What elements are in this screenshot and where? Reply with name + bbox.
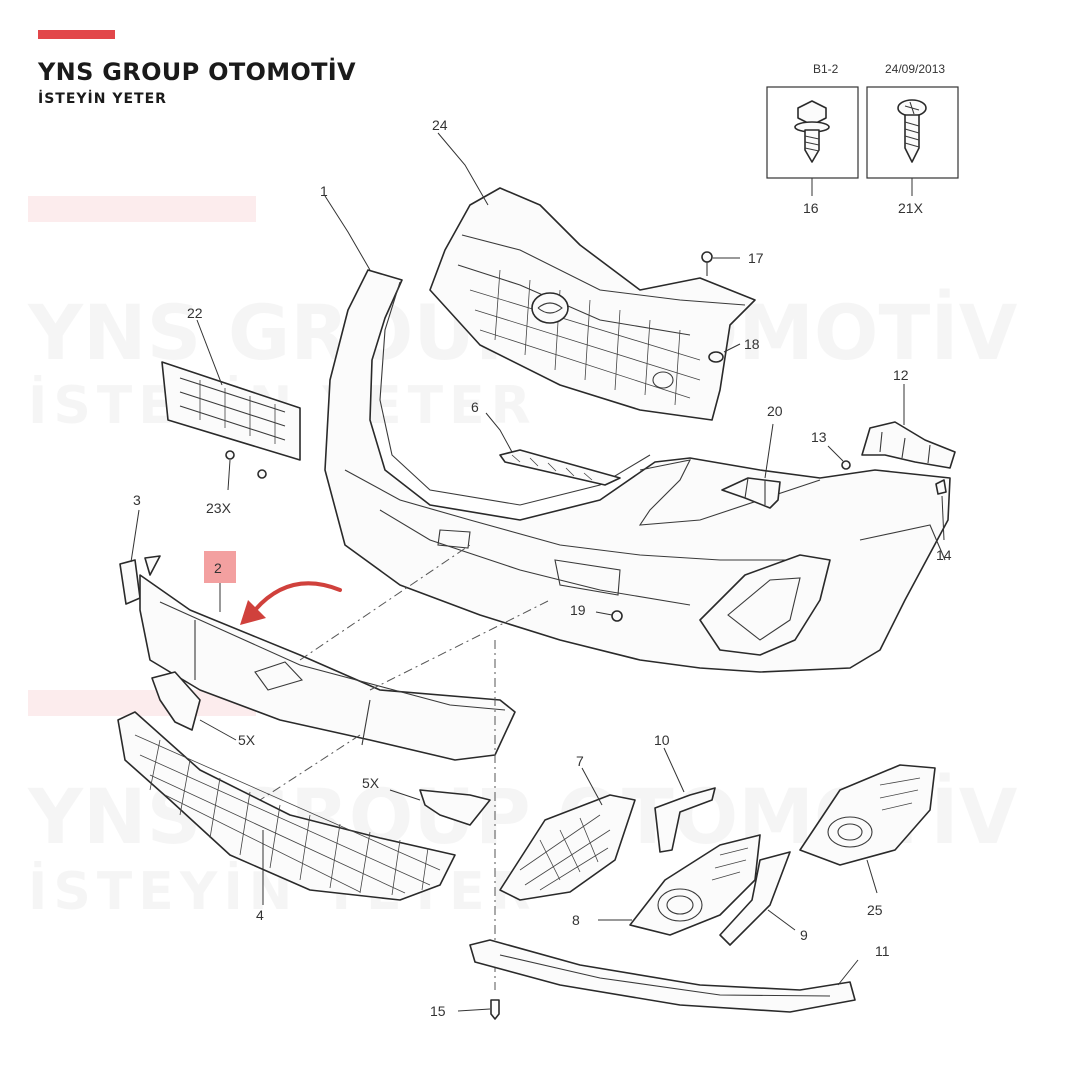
fastener-box-21x: 21X [866,86,959,216]
part-label-4: 4 [256,907,264,923]
part-label-8: 8 [572,912,580,928]
fog-lamp-bezel [629,834,761,936]
part-label-23x: 23X [206,500,232,516]
part-label-14: 14 [936,547,952,563]
part-label-18: 18 [744,336,760,352]
part-label-9: 9 [800,927,808,943]
diagram-date: 24/09/2013 [885,62,945,76]
fog-lamp-grille-left [499,794,636,901]
bolt-17 [701,251,713,276]
part-label-11: 11 [875,943,890,959]
part-label-22: 22 [187,305,203,321]
license-plate-bracket [161,361,301,461]
part-label-25: 25 [867,902,883,918]
part-label-6: 6 [471,399,479,415]
part-label-5x-left: 5X [238,732,256,748]
fastener-box-16: 16 [766,86,859,216]
highlight-arrowhead [240,600,266,625]
part-label-1: 1 [320,183,328,199]
part-label-20: 20 [767,403,783,419]
bracket-5x-right [419,789,491,826]
diagram-code: B1-2 [813,62,839,76]
brand-title: YNS GROUP OTOMOTİV [38,58,356,86]
part-label-19: 19 [570,602,586,618]
bracket-12 [861,421,956,469]
part-label-21x: 21X [898,200,924,216]
upper-grille [429,187,756,421]
clip-19 [611,610,623,622]
lower-lip-spoiler [469,939,856,1013]
brand-accent-bar [38,30,115,39]
highlight-arrow [253,581,342,612]
part-label-17: 17 [748,250,764,266]
clip-18 [708,351,724,363]
part-label-7: 7 [576,753,584,769]
end-cap-3 [119,555,161,605]
center-strip-grille [499,449,621,486]
fog-lamp-grille-right [799,764,936,866]
screw-13 [841,460,851,470]
part-label-12: 12 [893,367,909,383]
bumper-center-strip [139,574,516,761]
highlight-box [204,551,236,583]
front-bumper-cover [324,269,951,673]
clip-15 [490,999,500,1020]
part-label-5x-right: 5X [362,775,380,791]
part-label-2: 2 [214,560,222,576]
brand-subtitle: İSTEYİN YETER [38,91,167,107]
part-label-13: 13 [811,429,827,445]
hex-flange-bolt-icon [794,100,830,163]
bracket-20 [721,477,781,509]
watermark-bar [28,196,256,222]
part-label-3: 3 [133,492,141,508]
part-label-15: 15 [430,1003,446,1019]
part-label-10: 10 [654,732,670,748]
lower-grille [117,711,456,901]
bracket-10 [654,787,716,853]
phillips-screw-icon [897,99,927,163]
bracket-5x-left [151,671,201,731]
chrome-trim-strip [719,851,791,946]
screws-23x [225,450,267,479]
part-label-24: 24 [432,117,448,133]
clip-14 [935,479,947,495]
part-label-16: 16 [803,200,819,216]
